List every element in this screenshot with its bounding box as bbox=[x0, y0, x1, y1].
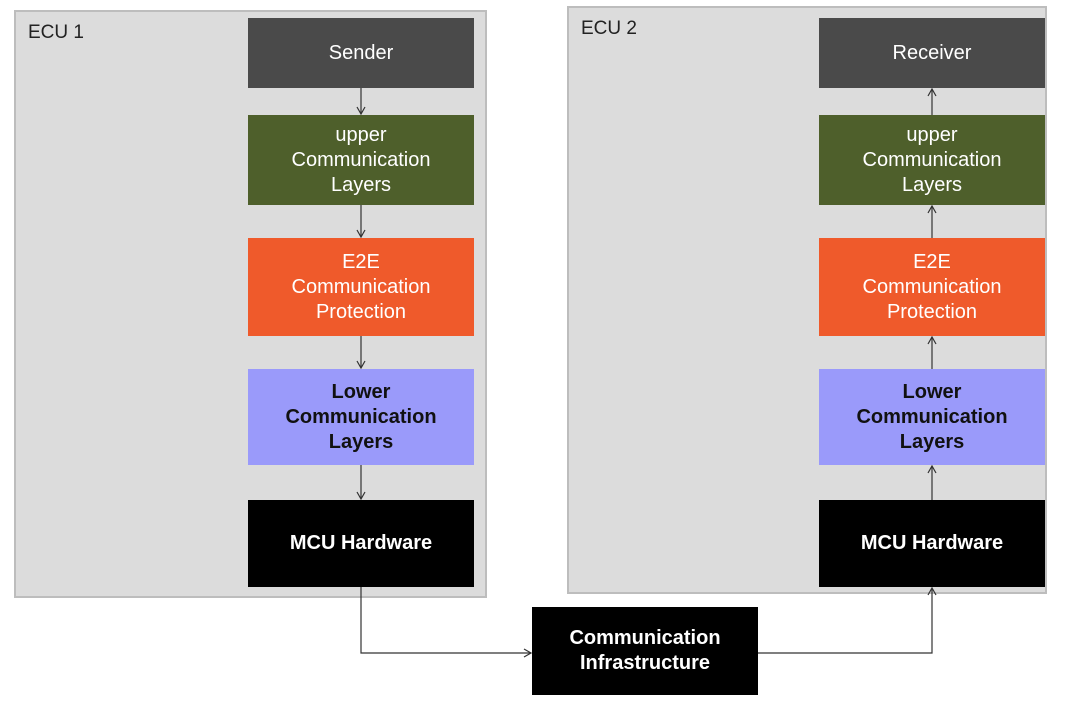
ecu2-label: ECU 2 bbox=[581, 18, 637, 39]
e2e-line-2: Communication bbox=[862, 275, 1002, 298]
lower-line-2: Communication bbox=[856, 405, 1008, 428]
infra-line-2: Infrastructure bbox=[579, 652, 711, 674]
ecu1-label: ECU 1 bbox=[28, 22, 84, 43]
ecu2-receiver-block: Receiver bbox=[819, 18, 1045, 88]
mcu-label: MCU Hardware bbox=[289, 532, 433, 554]
e2e-line-2: Communication bbox=[291, 275, 431, 298]
upper-line-2: Communication bbox=[862, 148, 1002, 171]
lower-line-1: Lower bbox=[902, 380, 962, 403]
lower-line-2: Communication bbox=[285, 405, 437, 428]
upper-line-2: Communication bbox=[291, 148, 431, 171]
ecu1-sender-block: Sender bbox=[248, 18, 474, 88]
ecu2-upper-layers-block: upper Communication Layers bbox=[819, 115, 1045, 205]
receiver-label: Receiver bbox=[892, 41, 972, 64]
lower-line-1: Lower bbox=[331, 380, 391, 403]
ecu2-mcu-hardware-block: MCU Hardware bbox=[819, 500, 1045, 587]
upper-line-1: upper bbox=[335, 123, 387, 146]
ecu1-mcu-hardware-block: MCU Hardware bbox=[248, 500, 474, 587]
e2e-line-1: E2E bbox=[342, 250, 380, 273]
lower-line-3: Layers bbox=[328, 430, 394, 453]
e2e-line-1: E2E bbox=[913, 250, 951, 273]
ecu2-lower-layers-block: Lower Communication Layers bbox=[819, 369, 1045, 465]
e2e-line-3: Protection bbox=[315, 300, 407, 323]
upper-line-3: Layers bbox=[901, 173, 962, 196]
ecu1-upper-layers-block: upper Communication Layers bbox=[248, 115, 474, 205]
upper-line-3: Layers bbox=[330, 173, 391, 196]
communication-infrastructure-block: Communication Infrastructure bbox=[532, 607, 758, 695]
e2e-line-3: Protection bbox=[886, 300, 978, 323]
mcu-label: MCU Hardware bbox=[860, 532, 1004, 554]
ecu2-e2e-protection-block: E2E Communication Protection bbox=[819, 238, 1045, 336]
infra-line-1: Communication bbox=[569, 627, 721, 649]
lower-line-3: Layers bbox=[899, 430, 965, 453]
arrow-infrastructure-to-mcu2 bbox=[758, 586, 937, 654]
sender-label: Sender bbox=[328, 41, 394, 64]
upper-line-1: upper bbox=[906, 123, 958, 146]
ecu1-e2e-protection-block: E2E Communication Protection bbox=[248, 238, 474, 336]
ecu1-lower-layers-block: Lower Communication Layers bbox=[248, 369, 474, 465]
